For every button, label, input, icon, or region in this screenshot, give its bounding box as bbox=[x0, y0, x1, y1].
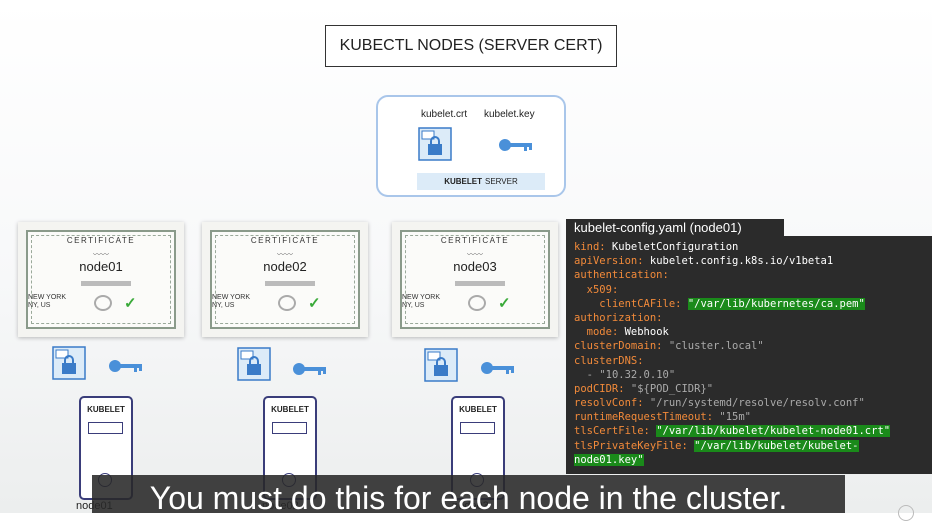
yaml-line: runtimeRequestTimeout: "15m" bbox=[574, 411, 752, 424]
certificate-lock-icon bbox=[237, 347, 271, 381]
check-icon: ✓ bbox=[124, 295, 137, 312]
certificate-lock-icon bbox=[424, 348, 458, 382]
kubelet-crt-label: kubelet.crt bbox=[421, 109, 468, 120]
check-icon: ✓ bbox=[308, 295, 321, 312]
settings-icon[interactable] bbox=[898, 505, 914, 521]
kubelet-key-label: kubelet.key bbox=[484, 109, 535, 120]
certificate-lock-icon bbox=[418, 127, 452, 161]
yaml-line: clusterDomain: "cluster.local" bbox=[574, 340, 764, 353]
certificate-lock-icon bbox=[52, 346, 86, 380]
yaml-line: tlsCertFile: "/var/lib/kubelet/kubelet-n… bbox=[574, 425, 891, 438]
check-icon: ✓ bbox=[498, 295, 511, 312]
drive-slot bbox=[460, 422, 495, 434]
cert-signature-line bbox=[81, 281, 131, 286]
yaml-line: podCIDR: "${POD_CIDR}" bbox=[574, 382, 714, 395]
cert-node-name: node02 bbox=[263, 259, 307, 274]
flourish-icon: 〰〰 bbox=[93, 250, 109, 259]
yaml-line: x509: bbox=[586, 283, 619, 296]
key-icon bbox=[293, 363, 326, 375]
yaml-line: node01.key" bbox=[574, 453, 644, 466]
yaml-line: clusterDNS: bbox=[574, 354, 644, 367]
yaml-line: tlsPrivateKeyFile: "/var/lib/kubelet/kub… bbox=[574, 439, 859, 452]
flourish-icon: 〰〰 bbox=[467, 250, 483, 259]
yaml-code-block: kind: KubeletConfiguration apiVersion: ku… bbox=[566, 236, 932, 474]
seal-icon bbox=[94, 295, 112, 311]
yaml-line: clientCAFile: "/var/lib/kubernetes/ca.pe… bbox=[599, 297, 865, 310]
cert-node-name: node01 bbox=[79, 259, 123, 274]
yaml-line: authorization: bbox=[574, 311, 663, 324]
key-icon bbox=[499, 139, 532, 151]
yaml-line: - "10.32.0.10" bbox=[586, 368, 676, 381]
drive-slot bbox=[88, 422, 123, 434]
seal-icon bbox=[278, 295, 296, 311]
key-icon bbox=[109, 360, 142, 372]
yaml-line: apiVersion: kubelet.config.k8s.io/v1beta… bbox=[574, 255, 834, 268]
yaml-file-title: kubelet-config.yaml (node01) bbox=[566, 219, 784, 237]
drive-slot bbox=[272, 422, 307, 434]
slide-title: KUBECTL NODES (SERVER CERT) bbox=[325, 25, 617, 67]
video-subtitle: You must do this for each node in the cl… bbox=[92, 475, 845, 513]
cert-signature-line bbox=[455, 281, 505, 286]
yaml-line: resolvConf: "/run/systemd/resolve/resolv… bbox=[574, 397, 865, 410]
yaml-line: mode: Webhook bbox=[586, 326, 669, 339]
yaml-line: kind: KubeletConfiguration bbox=[574, 241, 739, 253]
yaml-line: authentication: bbox=[574, 269, 669, 282]
cert-signature-line bbox=[265, 281, 315, 286]
key-icon bbox=[481, 362, 514, 374]
flourish-icon: 〰〰 bbox=[277, 250, 293, 259]
seal-icon bbox=[468, 295, 486, 311]
cert-node-name: node03 bbox=[453, 259, 497, 274]
